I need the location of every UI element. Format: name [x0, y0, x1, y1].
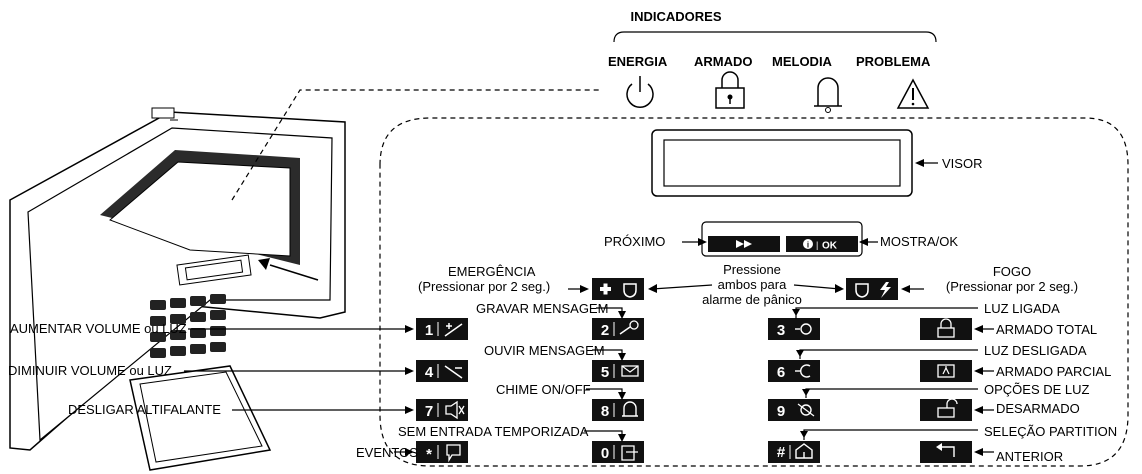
- key-3[interactable]: 3: [768, 318, 820, 340]
- info-icon: [803, 239, 813, 249]
- key-1[interactable]: 1: [416, 318, 468, 340]
- svg-text:5: 5: [601, 364, 609, 381]
- key-6[interactable]: 6: [768, 360, 820, 382]
- back-button[interactable]: [920, 441, 972, 463]
- emergency-label: EMERGÊNCIA: [448, 264, 536, 279]
- svg-text:9: 9: [777, 403, 785, 420]
- svg-text:i: i: [807, 241, 809, 250]
- warning-icon: [896, 78, 930, 109]
- emergency-sublabel: (Pressionar por 2 seg.): [418, 279, 550, 294]
- panic-text-line1: Pressione: [723, 262, 781, 277]
- indicator-label-problema: PROBLEMA: [856, 54, 931, 69]
- message-icon: [621, 365, 639, 377]
- key-4[interactable]: 4: [416, 360, 468, 382]
- svg-text:6: 6: [777, 364, 785, 381]
- shield-icon: [623, 283, 637, 298]
- home-lock-icon: [937, 364, 955, 378]
- volume-down-icon: [444, 365, 463, 379]
- indicator-label-energia: ENERGIA: [608, 54, 668, 69]
- arm-partial-button[interactable]: [920, 360, 972, 382]
- key-0-label: SEM ENTRADA TEMPORIZADA: [398, 424, 589, 439]
- back-arrow-icon: [940, 446, 955, 457]
- next-button[interactable]: [708, 236, 780, 252]
- key-hash[interactable]: #: [768, 441, 820, 463]
- disarm-label: DESARMADO: [996, 401, 1080, 416]
- key-2[interactable]: 2: [592, 318, 644, 340]
- shield-icon: [855, 283, 869, 298]
- fire-label: FOGO: [993, 264, 1031, 279]
- emergency-button[interactable]: [592, 278, 644, 300]
- svg-text:2: 2: [601, 322, 609, 339]
- display-screen: [663, 139, 901, 187]
- lock-open-icon: [937, 407, 955, 418]
- speaker-mute-icon: [445, 400, 458, 420]
- indicators-heading: INDICADORES: [630, 9, 721, 24]
- arm-total-label: ARMADO TOTAL: [996, 322, 1097, 337]
- arm-partial-label: ARMADO PARCIAL: [996, 364, 1111, 379]
- device-illustration: [9, 107, 346, 471]
- key-hash-label: SELEÇÃO PARTITION: [984, 424, 1117, 439]
- events-icon: [446, 444, 461, 463]
- key-0[interactable]: 0: [592, 441, 644, 463]
- ok-key-text: OK: [822, 241, 838, 252]
- bell-icon: [814, 77, 842, 113]
- indicator-label-armado: ARMADO: [694, 54, 753, 69]
- key-5[interactable]: 5: [592, 360, 644, 382]
- key-7-label: DESLIGAR ALTIFALANTE: [68, 402, 221, 417]
- svg-text:|: |: [816, 240, 818, 250]
- disarm-button[interactable]: [920, 398, 972, 421]
- svg-text:0: 0: [601, 445, 609, 462]
- key-6-label: LUZ DESLIGADA: [984, 343, 1087, 358]
- svg-text:1: 1: [425, 322, 433, 339]
- flame-icon: [880, 282, 891, 298]
- key-2-label: GRAVAR MENSAGEM: [476, 301, 608, 316]
- lock-icon: [715, 71, 745, 109]
- back-label: ANTERIOR: [996, 449, 1063, 464]
- next-label: PRÓXIMO: [604, 234, 665, 249]
- partition-icon: [795, 443, 813, 459]
- panic-text-line3: alarme de pânico: [702, 292, 802, 307]
- power-icon: [626, 76, 654, 108]
- key-9-label: OPÇÕES DE LUZ: [984, 382, 1090, 397]
- light-options-icon: [800, 404, 812, 416]
- indicator-label-melodia: MELODIA: [772, 54, 833, 69]
- key-9[interactable]: 9: [768, 399, 820, 421]
- svg-text:3: 3: [777, 322, 785, 339]
- key-star-label: EVENTOS: [356, 445, 418, 460]
- show-ok-button[interactable]: i | OK: [786, 236, 858, 252]
- key-4-label: DIMINUIR VOLUME ou LUZ: [8, 363, 172, 378]
- svg-text:7: 7: [425, 403, 433, 420]
- fire-sublabel: (Pressionar por 2 seg.): [946, 279, 1078, 294]
- chime-icon: [622, 401, 638, 417]
- volume-up-icon: [444, 323, 463, 337]
- svg-text:8: 8: [601, 403, 609, 420]
- key-3-label: LUZ LIGADA: [984, 301, 1060, 316]
- show-ok-label: MOSTRA/OK: [880, 234, 958, 249]
- arm-total-button[interactable]: [920, 318, 972, 340]
- key-star[interactable]: *: [416, 441, 468, 463]
- microphone-icon: [629, 320, 639, 330]
- svg-text:*: *: [426, 446, 432, 463]
- svg-text:4: 4: [425, 364, 434, 381]
- key-8[interactable]: 8: [592, 399, 644, 421]
- key-8-label: CHIME ON/OFF: [496, 382, 591, 397]
- svg-text:#: #: [777, 444, 786, 461]
- panic-text-line2: ambos para: [718, 277, 787, 292]
- light-on-icon: [800, 323, 812, 335]
- key-7[interactable]: 7: [416, 399, 468, 421]
- display-label: VISOR: [942, 156, 982, 171]
- key-5-label: OUVIR MENSAGEM: [484, 343, 605, 358]
- key-1-label: AUMENTAR VOLUME ou LUZ: [10, 321, 187, 336]
- fire-button[interactable]: [846, 278, 898, 300]
- lock-closed-icon: [937, 327, 955, 338]
- door-icon: [621, 445, 638, 461]
